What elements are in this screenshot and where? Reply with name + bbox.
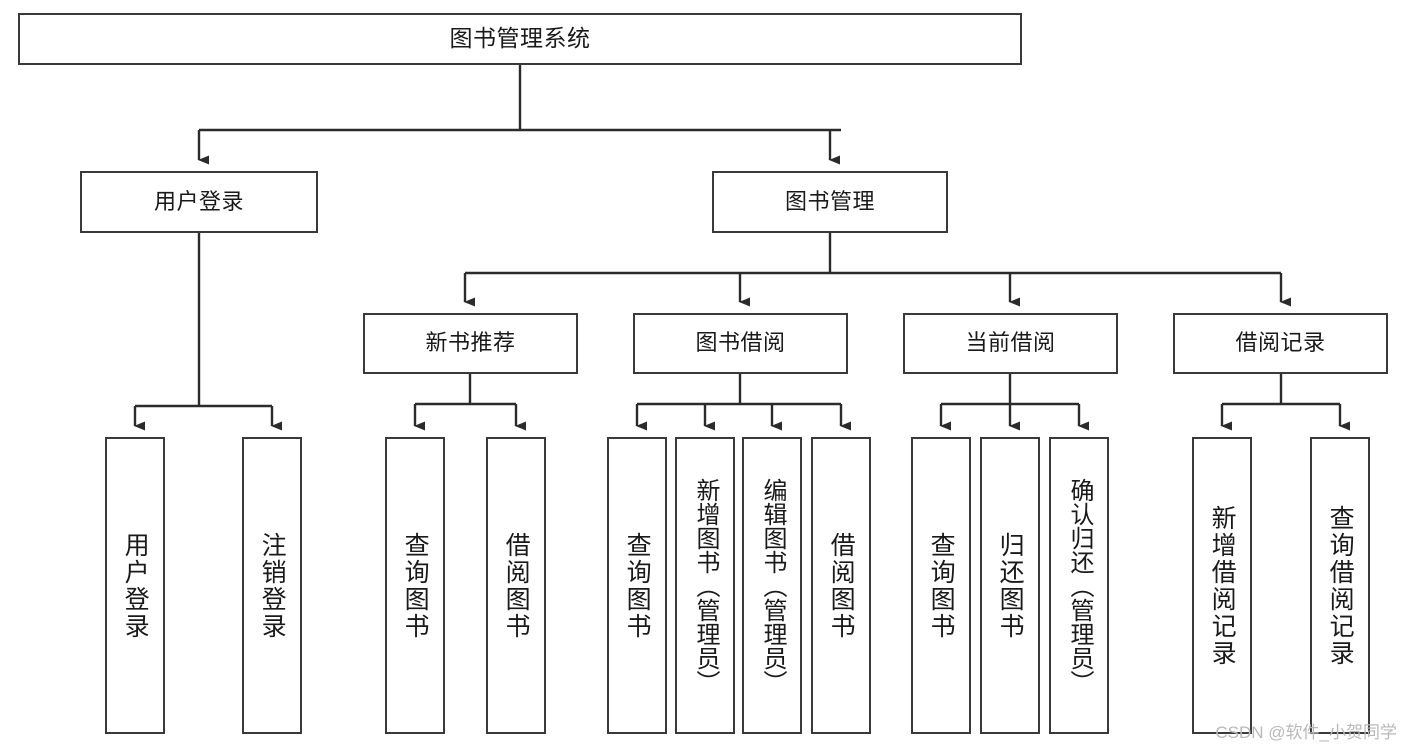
- node-label: 新增借阅记录: [1208, 504, 1237, 667]
- leaf-borrowrecord-add-record[interactable]: 新增借阅记录: [1192, 437, 1252, 734]
- node-label: 当前借阅: [965, 330, 1056, 356]
- node-label: 查询借阅记录: [1326, 504, 1355, 667]
- leaf-bookborrow-edit-book[interactable]: 编辑图书（管理员）: [742, 437, 802, 734]
- node-label: 新增图书（管理员）: [692, 477, 719, 694]
- node-label: 借阅图书: [502, 531, 531, 640]
- node-label: 查询图书: [927, 531, 956, 640]
- node-label: 编辑图书（管理员）: [759, 477, 786, 694]
- node-book-management[interactable]: 图书管理: [712, 171, 948, 233]
- leaf-bookborrow-add-book[interactable]: 新增图书（管理员）: [675, 437, 735, 734]
- node-user-login[interactable]: 用户登录: [80, 171, 318, 233]
- node-label: 用户登录: [121, 531, 150, 640]
- watermark: CSDN @软件_小贺同学: [1215, 723, 1397, 742]
- leaf-newbook-borrow-book[interactable]: 借阅图书: [486, 437, 546, 734]
- node-label: 查询图书: [623, 531, 652, 640]
- leaf-logout[interactable]: 注销登录: [242, 437, 302, 734]
- leaf-borrowrecord-query-record[interactable]: 查询借阅记录: [1310, 437, 1370, 734]
- node-label: 图书借阅: [695, 330, 786, 356]
- node-label: 图书管理系统: [449, 25, 591, 52]
- node-label: 注销登录: [258, 531, 287, 640]
- node-label: 借阅记录: [1235, 330, 1326, 356]
- node-label: 确认归还（管理员）: [1066, 477, 1093, 694]
- leaf-newbook-query-book[interactable]: 查询图书: [385, 437, 445, 734]
- leaf-user-login[interactable]: 用户登录: [105, 437, 165, 734]
- node-label: 查询图书: [401, 531, 430, 640]
- node-label: 借阅图书: [827, 531, 856, 640]
- leaf-bookborrow-query-book[interactable]: 查询图书: [607, 437, 667, 734]
- leaf-bookborrow-borrow-book[interactable]: 借阅图书: [811, 437, 871, 734]
- node-label: 用户登录: [153, 188, 244, 214]
- node-label: 归还图书: [996, 531, 1025, 640]
- node-label: 图书管理: [784, 188, 875, 214]
- node-book-borrow[interactable]: 图书借阅: [633, 313, 848, 374]
- node-borrow-record[interactable]: 借阅记录: [1173, 313, 1388, 374]
- node-root-system[interactable]: 图书管理系统: [18, 13, 1022, 65]
- node-new-book-recommend[interactable]: 新书推荐: [363, 313, 578, 374]
- leaf-currentborrow-confirm-return[interactable]: 确认归还（管理员）: [1049, 437, 1109, 734]
- node-label: 新书推荐: [425, 330, 516, 356]
- node-current-borrow[interactable]: 当前借阅: [903, 313, 1118, 374]
- leaf-currentborrow-return-book[interactable]: 归还图书: [980, 437, 1040, 734]
- leaf-currentborrow-query-book[interactable]: 查询图书: [911, 437, 971, 734]
